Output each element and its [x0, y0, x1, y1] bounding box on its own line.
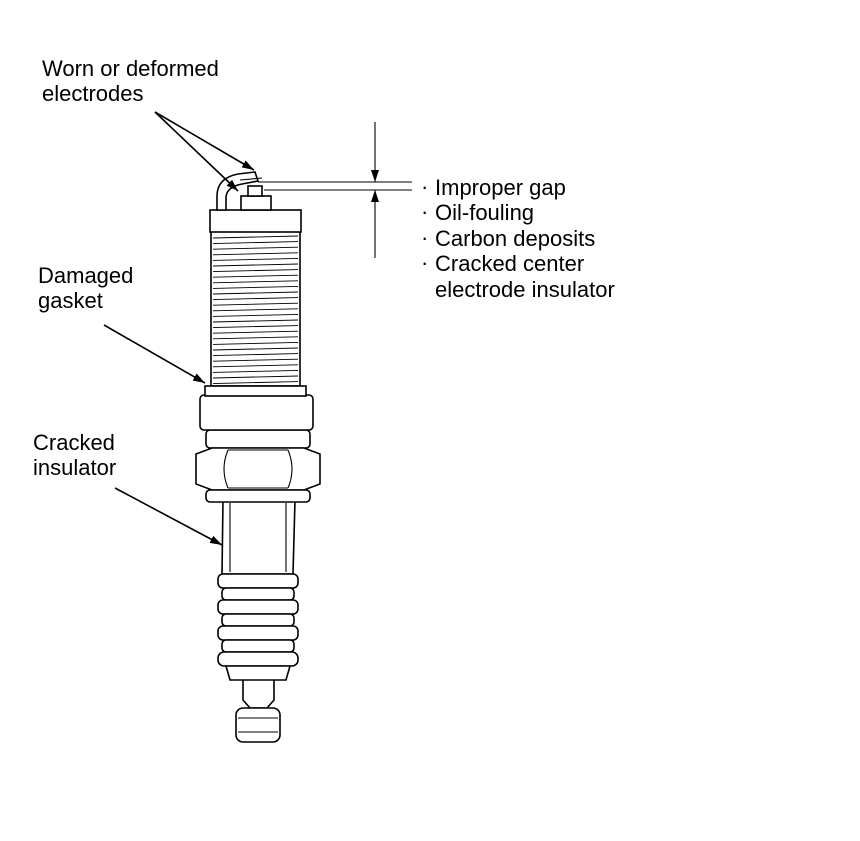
thread-line [212, 235, 299, 239]
bullet: · [421, 225, 428, 250]
thread-line [212, 263, 299, 267]
thread-line [212, 369, 299, 373]
label-worn-electrodes-line1: Worn or deformed [42, 56, 219, 81]
thread-line [212, 285, 299, 289]
thread-line [212, 347, 299, 351]
thread-line [212, 274, 299, 278]
label-worn-electrodes-line2: electrodes [42, 81, 144, 106]
thread-line [212, 358, 299, 362]
thread-line [212, 241, 299, 245]
thread-line [212, 341, 299, 345]
thread-line [212, 302, 299, 306]
fault-carbon-deposits: Carbon deposits [435, 226, 595, 251]
thread-line [212, 364, 299, 368]
gap-fault-list: · Improper gap · Oil-fouling · Carbon de… [421, 174, 615, 302]
arrow-cracked-insulator [114, 487, 223, 546]
fault-cracked-center-line1: Cracked center [435, 251, 584, 276]
thread-line [212, 330, 299, 334]
thread-line [212, 325, 299, 329]
leader-arrows [103, 111, 255, 546]
arrow-damaged-gasket [103, 324, 206, 384]
thread-line [212, 269, 299, 273]
bullet: · [421, 250, 428, 275]
fault-improper-gap: Improper gap [435, 175, 566, 200]
thread-line [212, 252, 299, 256]
thread-line [212, 319, 299, 323]
threaded-body [204, 209, 307, 397]
thread-line [212, 353, 299, 357]
thread-line [212, 297, 299, 301]
label-cracked-insulator-line2: insulator [33, 455, 116, 480]
arrow-worn-electrodes-2 [154, 111, 239, 192]
fault-oil-fouling: Oil-fouling [435, 200, 534, 225]
thread-line [212, 313, 299, 317]
bullet: · [421, 199, 428, 224]
label-damaged-gasket-line2: gasket [38, 288, 103, 313]
threads [212, 235, 299, 385]
thread-line [212, 291, 299, 295]
thread-line [212, 246, 299, 250]
thread-line [212, 381, 299, 385]
thread-line [212, 336, 299, 340]
gasket [199, 394, 314, 431]
thread-line [212, 308, 299, 312]
thread-line [212, 280, 299, 284]
terminal-nut [235, 671, 281, 743]
hex-nut [195, 429, 321, 503]
thread-line [212, 375, 299, 379]
gap-dimension [258, 122, 412, 258]
bullet: · [421, 174, 428, 199]
label-damaged-gasket-line1: Damaged [38, 263, 133, 288]
spark-plug [195, 171, 321, 743]
arrow-worn-electrodes-1 [154, 111, 255, 171]
label-cracked-insulator-line1: Cracked [33, 430, 115, 455]
thread-line [212, 257, 299, 261]
insulator-ribs [217, 499, 299, 681]
fault-cracked-center-line2: electrode insulator [435, 277, 615, 302]
